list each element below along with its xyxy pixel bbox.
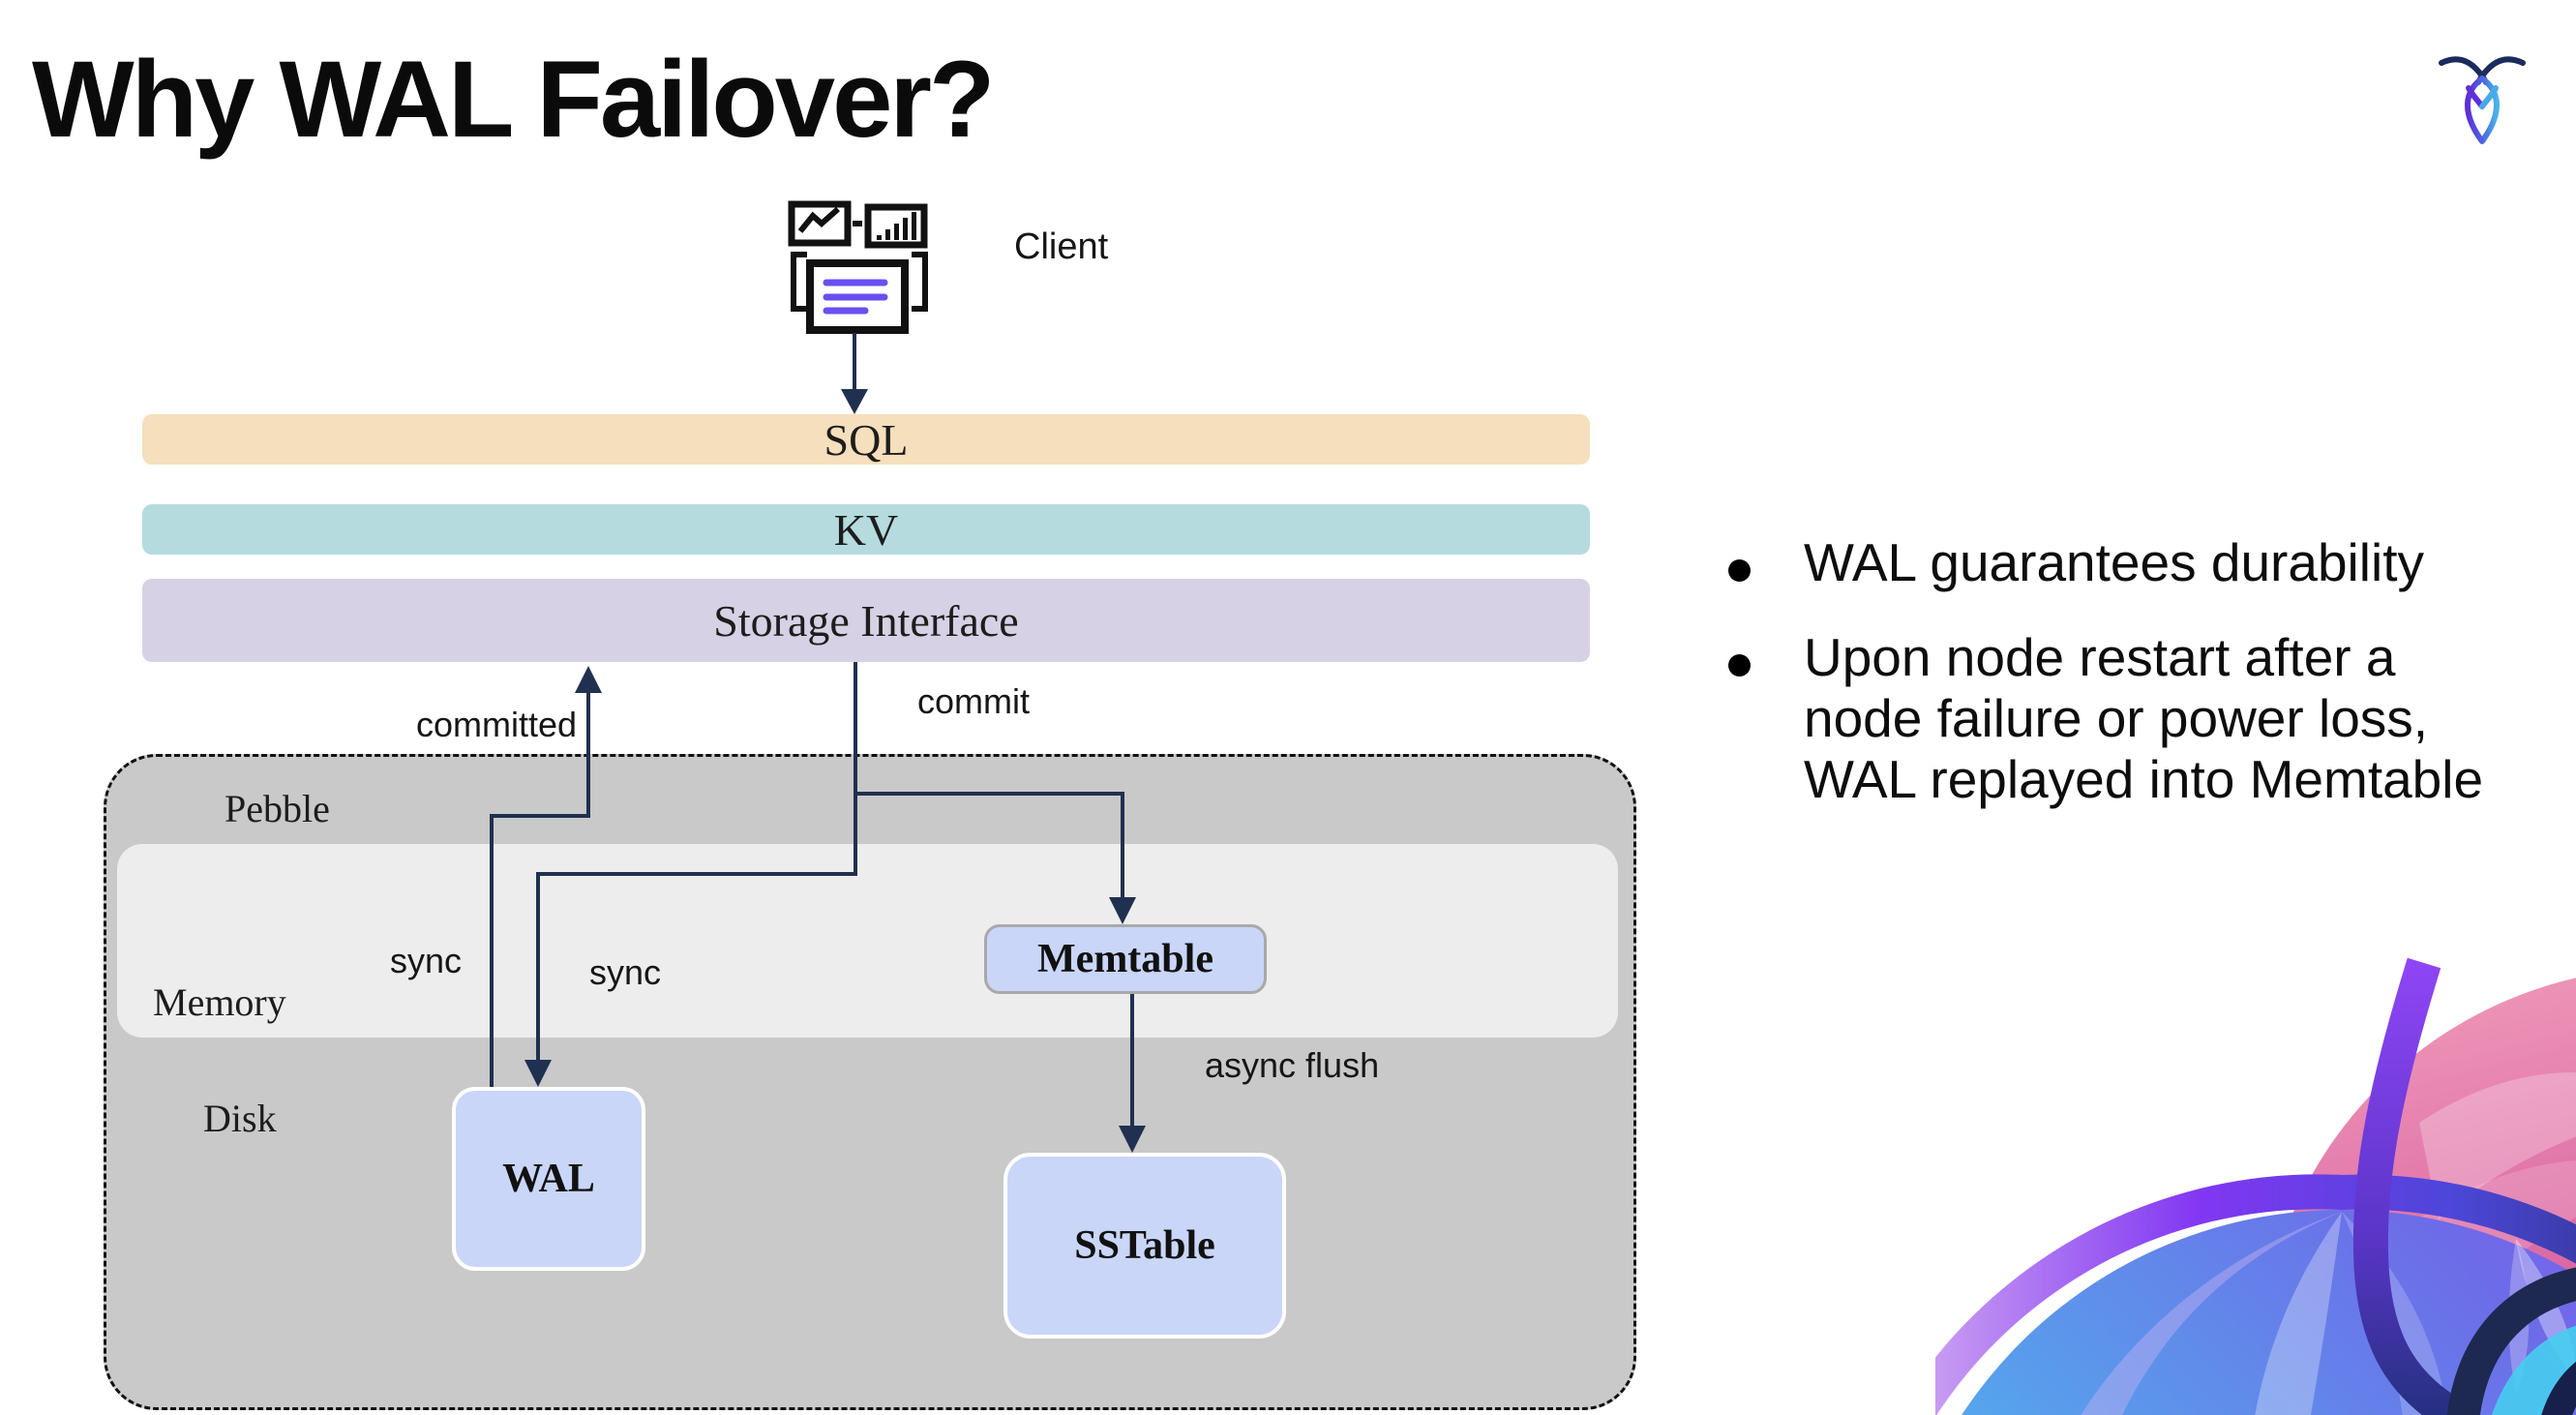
layer-storage-interface: Storage Interface	[142, 579, 1590, 662]
document-icon	[791, 252, 928, 334]
commit-label: commit	[917, 681, 1030, 721]
dash-icon	[853, 221, 862, 226]
arrowhead-committed	[575, 666, 602, 693]
art-purple-arc	[1935, 1174, 2576, 1415]
bullet-marker	[1728, 559, 1751, 582]
committed-label: committed	[415, 705, 577, 744]
bullet-item: Upon node restart after a node failure o…	[1804, 627, 2484, 809]
arrowhead-client	[841, 389, 868, 414]
layer-sql: SQL	[142, 414, 1590, 465]
bar-chart-panel-icon	[864, 203, 928, 249]
cockroachdb-logo-icon	[2439, 56, 2526, 144]
layer-kv-label: KV	[833, 504, 899, 555]
brand-art-decoration	[1935, 957, 2576, 1415]
pebble-label: Pebble	[225, 787, 330, 830]
layer-kv: KV	[142, 504, 1590, 555]
async-flush-label: async flush	[1205, 1045, 1380, 1085]
memory-zone	[117, 844, 1618, 1038]
sync-left-label: sync	[389, 941, 463, 980]
wal-node: WAL	[452, 1087, 645, 1271]
art-navy-leaf-arc	[2446, 1267, 2576, 1415]
memtable-node: Memtable	[984, 924, 1267, 994]
sstable-label: SSTable	[1074, 1223, 1215, 1268]
bullet-item: WAL guarantees durability	[1804, 532, 2424, 592]
art-blue-ball	[1962, 1210, 2576, 1415]
art-violet-arc	[2352, 957, 2471, 1415]
bullet-marker	[1728, 654, 1751, 677]
disk-label: Disk	[203, 1097, 277, 1140]
layer-storage-label: Storage Interface	[713, 595, 1019, 646]
wal-label: WAL	[502, 1157, 595, 1201]
page-title: Why WAL Failover?	[32, 39, 995, 160]
memory-label: Memory	[153, 980, 286, 1024]
client-icon	[788, 200, 928, 334]
layer-sql-label: SQL	[824, 414, 909, 465]
memtable-label: Memtable	[1037, 937, 1213, 981]
line-chart-panel-icon	[788, 200, 852, 247]
client-label: Client	[1014, 226, 1109, 267]
sstable-node: SSTable	[1003, 1153, 1286, 1339]
sync-right-label: sync	[588, 952, 662, 992]
